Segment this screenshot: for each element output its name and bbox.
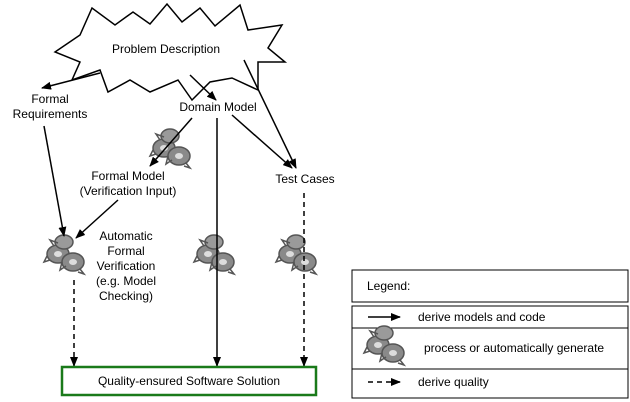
arrow-domain-model-to-test-cases xyxy=(231,114,293,169)
automatic-verification-line1: Automatic xyxy=(99,229,152,243)
problem-description-node: Problem Description xyxy=(53,2,288,102)
arrow-formal-model-to-verification xyxy=(75,199,119,239)
automatic-verification-node: Automatic Formal Verification (e.g. Mode… xyxy=(96,229,156,303)
test-cases-label: Test Cases xyxy=(275,172,334,186)
formal-requirements-label-line2: Requirements xyxy=(13,107,88,121)
burst-shape xyxy=(53,2,288,102)
legend-title: Legend: xyxy=(367,279,410,293)
verification-gear-icon xyxy=(43,234,85,275)
formal-model-label-line2: (Verification Input) xyxy=(80,184,177,198)
legend-item-solid-label: derive models and code xyxy=(418,310,546,324)
legend-item-gear-label: process or automatically generate xyxy=(424,341,604,355)
automatic-verification-line2: Formal xyxy=(107,244,144,258)
automatic-verification-line5: Checking) xyxy=(99,289,153,303)
arrow-problem-to-test-cases xyxy=(243,59,297,169)
solution-box xyxy=(60,365,318,397)
automatic-verification-line3: Verification xyxy=(97,259,156,273)
formal-requirements-label-line1: Formal xyxy=(31,92,68,106)
test-cases-gear-icon xyxy=(275,234,317,275)
solution-label: Quality-ensured Software Solution xyxy=(98,374,280,388)
domain-model-process-gear-icon xyxy=(193,234,235,275)
arrow-requirements-to-verification xyxy=(43,125,67,237)
arrow-domain-model-to-formal-model xyxy=(149,117,193,167)
problem-description-label: Problem Description xyxy=(112,42,220,56)
solution-node: Quality-ensured Software Solution xyxy=(60,365,318,397)
domain-model-label: Domain Model xyxy=(179,100,256,114)
legend-title-box xyxy=(351,269,629,303)
formal-requirements-node: Formal Requirements xyxy=(13,92,88,121)
formal-model-label-line1: Formal Model xyxy=(91,169,164,183)
derive-arrows xyxy=(41,59,297,367)
domain-model-gear-icon xyxy=(149,128,191,169)
legend-item-dashed-label: derive quality xyxy=(418,375,489,389)
arrow-problem-to-formal-requirements xyxy=(41,72,101,90)
legend: Legend: derive models and code process o… xyxy=(351,269,629,399)
quality-arrows xyxy=(70,193,308,367)
automatic-verification-line4: (e.g. Model xyxy=(96,274,156,288)
arrow-problem-to-domain-model xyxy=(189,74,217,101)
formal-model-node: Formal Model (Verification Input) xyxy=(80,169,177,198)
